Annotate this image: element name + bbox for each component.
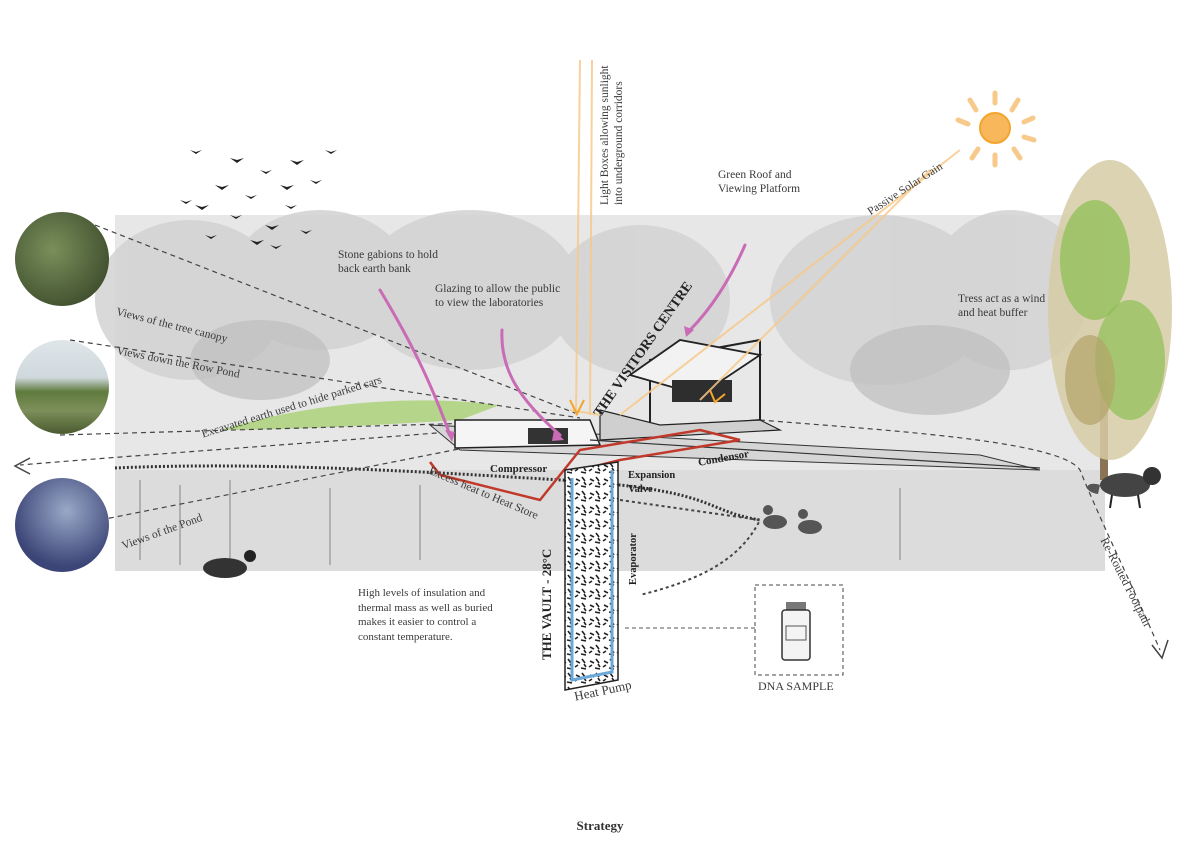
dna-vial-icon (781, 602, 811, 661)
birds-icon (180, 150, 337, 249)
figure-caption: Strategy (576, 818, 624, 833)
label-evaporator: Evaporator (628, 533, 639, 585)
label-dna-sample: DNA SAMPLE (758, 679, 834, 693)
refrigerant-circuit (429, 428, 741, 502)
label-trees-buffer: Tress act as a wind and heat buffer (958, 293, 1046, 319)
label-light-boxes: Light Boxes allowing sunlight into under… (599, 65, 625, 205)
dna-sample-box (754, 584, 844, 676)
excavated-earth-mound (220, 400, 500, 430)
label-glazing: Glazing to allow the public to view the … (435, 283, 561, 309)
label-insulation: High levels of insulation and thermal ma… (358, 587, 493, 643)
sun-rays (569, 59, 961, 416)
fox-icon (1087, 467, 1161, 509)
view-tree-canopy-photo (15, 212, 109, 306)
tree-icon (1048, 160, 1172, 480)
label-compressor: Compressor (490, 463, 548, 475)
duck-icon (763, 505, 822, 534)
visitors-centre-building (428, 338, 1041, 471)
label-expansion-valve: Expansion Valve (628, 470, 676, 495)
label-stone-gabions: Stone gabions to hold back earth bank (338, 249, 438, 275)
vault-shaft (564, 461, 619, 691)
left-arrow-icon (13, 457, 31, 475)
footpath-arrow-icon (1151, 639, 1169, 660)
view-row-pond-photo (15, 340, 109, 434)
label-green-roof: Green Roof and Viewing Platform (718, 169, 801, 195)
view-pond-photo (15, 478, 109, 572)
sun-icon (955, 90, 1037, 168)
water-edge (114, 464, 761, 522)
moorhen-icon (203, 550, 256, 578)
label-vault: THE VAULT - 28°C (539, 548, 554, 660)
annotation-arrows (378, 243, 747, 437)
